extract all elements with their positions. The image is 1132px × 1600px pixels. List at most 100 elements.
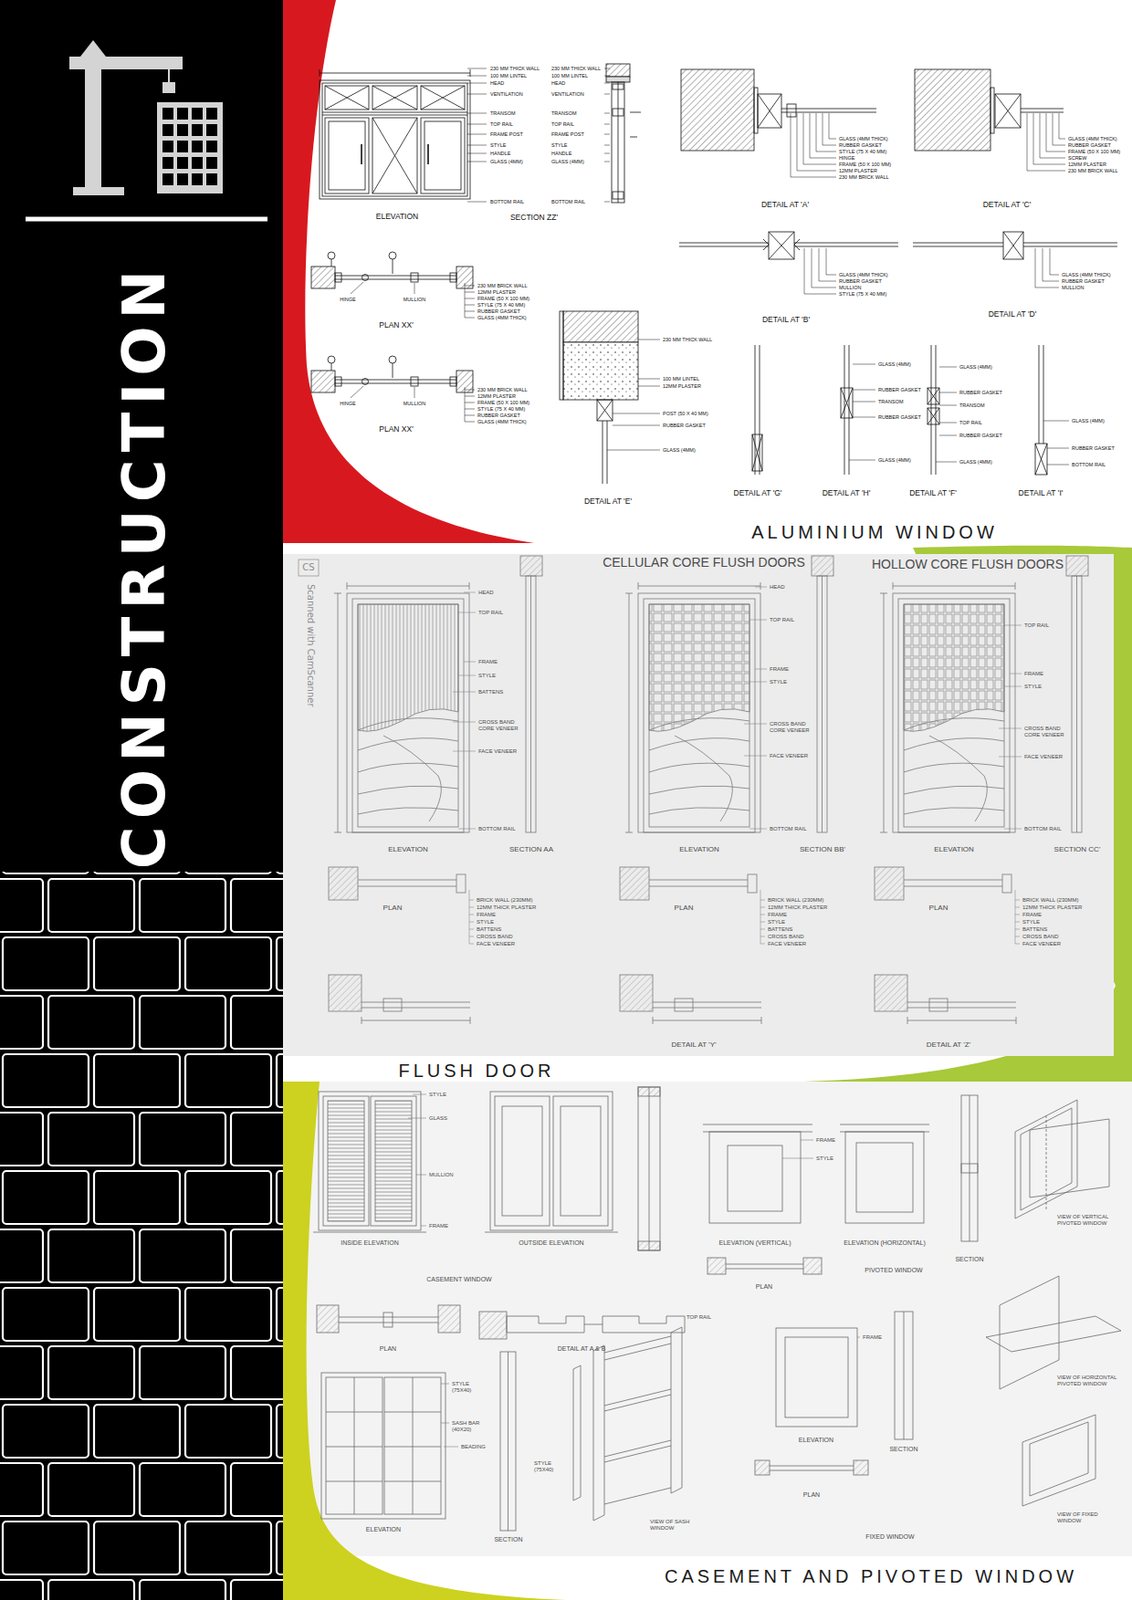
casement-window-drawing-part bbox=[839, 1124, 930, 1132]
callout-label: FRAME (50 X 100 MM) bbox=[1068, 148, 1121, 155]
flush-door-drawing-part-part bbox=[361, 1016, 471, 1025]
callout-label: 100 MM LINTEL bbox=[551, 73, 588, 79]
casement-window-drawing-part bbox=[775, 1328, 858, 1427]
aluminium-window-drawing-part bbox=[995, 94, 1021, 128]
flush-door-drawing-part-part bbox=[530, 576, 532, 833]
callout-label: STYLE (75 X 40 MM) bbox=[838, 291, 887, 297]
casement-window-drawing-part bbox=[408, 1094, 427, 1227]
aluminium-window-drawing-part bbox=[319, 80, 471, 200]
casement-window-drawing-part bbox=[1029, 1422, 1089, 1497]
pencil-label: 12MM THICK PLASTER bbox=[1022, 904, 1082, 912]
crane-icon-part bbox=[80, 40, 106, 57]
callout-label: MULLION bbox=[403, 296, 426, 303]
callout-label: FRAME POST bbox=[551, 131, 585, 137]
aluminium-window-drawing-part bbox=[840, 387, 853, 419]
pencil-label: STYLE bbox=[767, 919, 786, 926]
aluminium-window-drawing-part bbox=[849, 364, 876, 461]
casement-window-drawing-part bbox=[894, 1311, 913, 1440]
pencil-label: BATTENS bbox=[478, 689, 521, 696]
aluminium-window-drawing-part bbox=[563, 342, 639, 400]
pencil-label: BOTTOM RAIL bbox=[478, 826, 521, 833]
crane-icon-part-part bbox=[177, 107, 189, 120]
pencil-label: DETAIL AT 'Z' bbox=[926, 1040, 972, 1049]
pencil-label: FRAME bbox=[429, 1223, 449, 1230]
callout-label: GLASS (4MM) bbox=[878, 457, 912, 463]
callout-label: 12MM PLASTER bbox=[838, 167, 878, 174]
pencil-label: VIEW OF FIXED WINDOW bbox=[1057, 1511, 1122, 1525]
callout-label: RUBBER GASKET bbox=[838, 142, 882, 148]
aluminium-window-drawing-part bbox=[990, 87, 995, 134]
aluminium-window-drawing-part bbox=[781, 108, 877, 113]
casement-window-drawing-part bbox=[325, 1377, 441, 1515]
callout-label: HANDLE bbox=[551, 150, 572, 157]
crane-icon-part-part bbox=[177, 124, 189, 137]
scanner-watermark: Scanned with CamScanner bbox=[305, 584, 317, 708]
pencil-label: BOTTOM RAIL bbox=[769, 826, 812, 833]
casement-window-drawing-part bbox=[1020, 1108, 1072, 1211]
pencil-label: SASH BAR (40X20) bbox=[451, 1420, 489, 1434]
flush-door-drawing-part-part bbox=[346, 593, 470, 833]
aluminium-window-drawing-part bbox=[768, 231, 795, 260]
callout-label: 230 MM THICK WALL bbox=[551, 65, 601, 72]
callout-label: 230 MM BRICK WALL bbox=[1068, 167, 1119, 174]
pencil-label: CROSS BAND CORE VENEER bbox=[769, 721, 812, 734]
callout-label: RUBBER GASKET bbox=[878, 414, 922, 420]
callout-label: HINGE bbox=[339, 400, 356, 407]
casement-window-drawing-part bbox=[440, 1383, 459, 1447]
pencil-label: STYLE bbox=[429, 1091, 447, 1099]
aluminium-window-drawing-part bbox=[372, 117, 418, 194]
aluminium-window-drawing-part bbox=[602, 420, 608, 484]
pencil-label: STYLE bbox=[1022, 919, 1040, 926]
flush-door-drawing-part bbox=[903, 604, 1005, 732]
pencil-label: PIVOTED WINDOW bbox=[864, 1267, 923, 1275]
pencil-label: SECTION AA bbox=[509, 845, 554, 854]
aluminium-window-drawing-part-part bbox=[388, 251, 397, 260]
pencil-label: BATTENS bbox=[476, 926, 502, 933]
casement-window-drawing-part bbox=[321, 1373, 446, 1520]
view-title: DETAIL AT 'B' bbox=[762, 315, 810, 325]
crane-icon-part-part bbox=[191, 140, 203, 153]
aluminium-window-drawing-part bbox=[597, 399, 613, 421]
pencil-label: PLAN bbox=[929, 903, 949, 912]
pencil-label: HOLLOW CORE FLUSH DOORS bbox=[871, 556, 1064, 572]
aluminium-window-drawing-part bbox=[995, 94, 1021, 128]
aluminium-window-drawing-part bbox=[935, 366, 957, 462]
pencil-label: FACE VENEER bbox=[769, 753, 812, 760]
flush-door-drawing-part-part bbox=[328, 974, 362, 1012]
callout-label: RUBBER GASKET bbox=[477, 308, 521, 315]
callout-label: TRANSOM bbox=[878, 398, 904, 405]
callout-label: 12MM PLASTER bbox=[1068, 161, 1107, 168]
divider-line bbox=[25, 217, 268, 222]
casement-window-drawing-part bbox=[602, 1316, 685, 1333]
poster-title: CONSTRUCTION bbox=[110, 262, 179, 870]
crane-icon-part-part bbox=[177, 140, 189, 153]
view-title: SECTION ZZ' bbox=[510, 213, 558, 223]
pencil-label: STYLE (75X40) bbox=[451, 1381, 489, 1395]
callout-label: RUBBER GASKET bbox=[959, 389, 1003, 396]
aluminium-window-drawing-part bbox=[752, 434, 763, 472]
crane-icon-part bbox=[69, 56, 183, 70]
casement-window-drawing-part bbox=[338, 1317, 439, 1323]
aluminium-window-drawing-part bbox=[931, 345, 936, 475]
casement-window-drawing-part bbox=[1029, 1119, 1110, 1198]
casement-window-drawing-part bbox=[961, 1095, 978, 1242]
crane-icon-part bbox=[84, 54, 102, 192]
aluminium-window-drawing-part bbox=[679, 242, 899, 247]
crane-icon-part-part bbox=[162, 107, 174, 120]
pencil-label: TOP RAIL bbox=[1024, 622, 1067, 629]
flush-door-drawing-part bbox=[298, 559, 319, 577]
casement-window-drawing-part bbox=[856, 1142, 913, 1213]
aluminium-window-drawing-part bbox=[563, 311, 639, 343]
pencil-label: DETAIL AT 'Y' bbox=[671, 1040, 717, 1049]
aluminium-window-drawing-part bbox=[322, 112, 468, 116]
pencil-label: ELEVATION bbox=[366, 1526, 401, 1534]
casement-window-drawing-part bbox=[1046, 1115, 1048, 1211]
callout-label: STYLE (75 X 40 MM) bbox=[838, 148, 887, 155]
callout-label: RUBBER GASKET bbox=[878, 387, 922, 393]
casement-window-drawing-part bbox=[494, 1096, 550, 1227]
aluminium-window-drawing-part bbox=[424, 121, 462, 190]
casement-window-drawing-part bbox=[479, 1311, 507, 1340]
pencil-label: PLAN bbox=[383, 903, 403, 912]
